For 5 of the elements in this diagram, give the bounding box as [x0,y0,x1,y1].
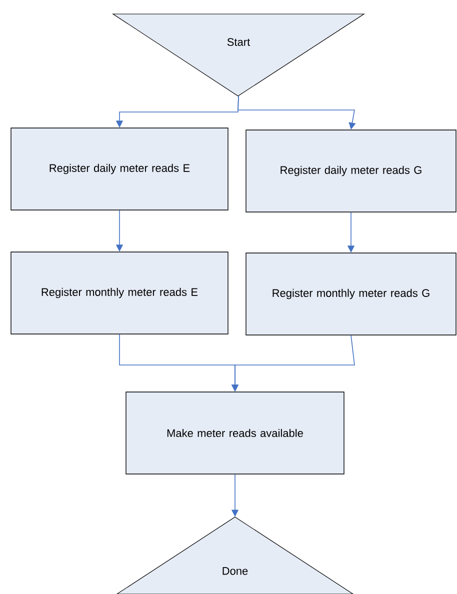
process-box: Register monthly meter reads E [10,252,228,334]
process-box: Register daily meter reads G [246,130,456,212]
process-box: Register daily meter reads E [10,128,228,210]
process-box: Make meter reads available [126,392,344,474]
process-box: Register monthly meter reads G [246,252,456,336]
